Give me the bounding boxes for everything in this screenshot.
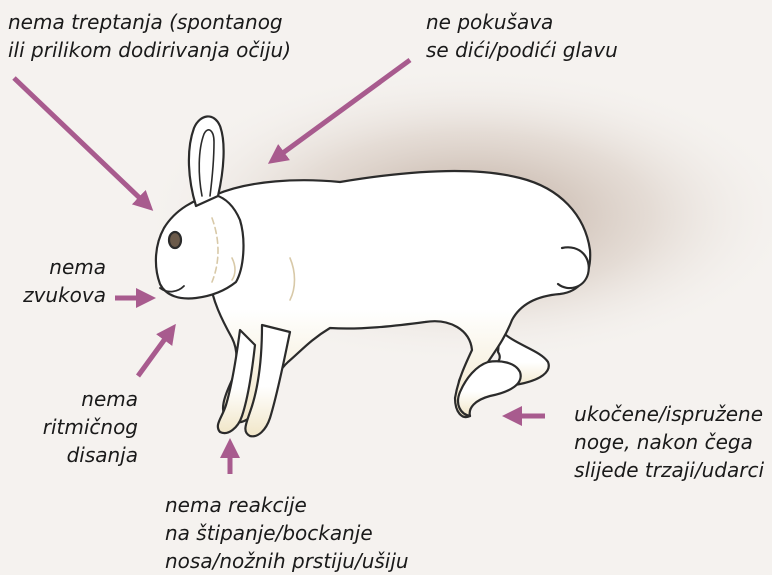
arrow-icon — [138, 332, 170, 376]
label-line: ritmičnog — [0, 413, 138, 441]
label-line: nosa/nožnih prstiju/ušiju — [165, 547, 409, 575]
label-line: ukočene/ispružene — [574, 400, 764, 428]
label-line: disanja — [0, 441, 138, 469]
label-line: se dići/podići glavu — [426, 36, 618, 64]
label-no-blinking: nema treptanja (spontanog ili prilikom d… — [8, 8, 291, 64]
label-no-sounds: nema zvukova — [0, 253, 106, 309]
label-line: na štipanje/bockanje — [165, 519, 409, 547]
label-line: nema treptanja (spontanog — [8, 8, 291, 36]
label-no-head-lifting: ne pokušava se dići/podići glavu — [426, 8, 618, 64]
label-no-rhythmic-breathing: nema ritmičnog disanja — [0, 385, 138, 469]
label-line: nema reakcije — [165, 491, 409, 519]
label-line: nema — [0, 253, 106, 281]
label-no-pinch-reaction: nema reakcije na štipanje/bockanje nosa/… — [165, 491, 409, 575]
rabbit-tail — [558, 247, 589, 288]
label-line: noge, nakon čega — [574, 428, 764, 456]
label-line: slijede trzaji/udarci — [574, 456, 764, 484]
label-line: ili prilikom dodirivanja očiju) — [8, 36, 291, 64]
arrow-icon — [14, 78, 146, 204]
label-line: ne pokušava — [426, 8, 618, 36]
rabbit-eye — [169, 232, 181, 248]
label-stiff-legs: ukočene/ispružene noge, nakon čega slije… — [574, 400, 764, 484]
label-line: zvukova — [0, 281, 106, 309]
label-line: nema — [0, 385, 138, 413]
